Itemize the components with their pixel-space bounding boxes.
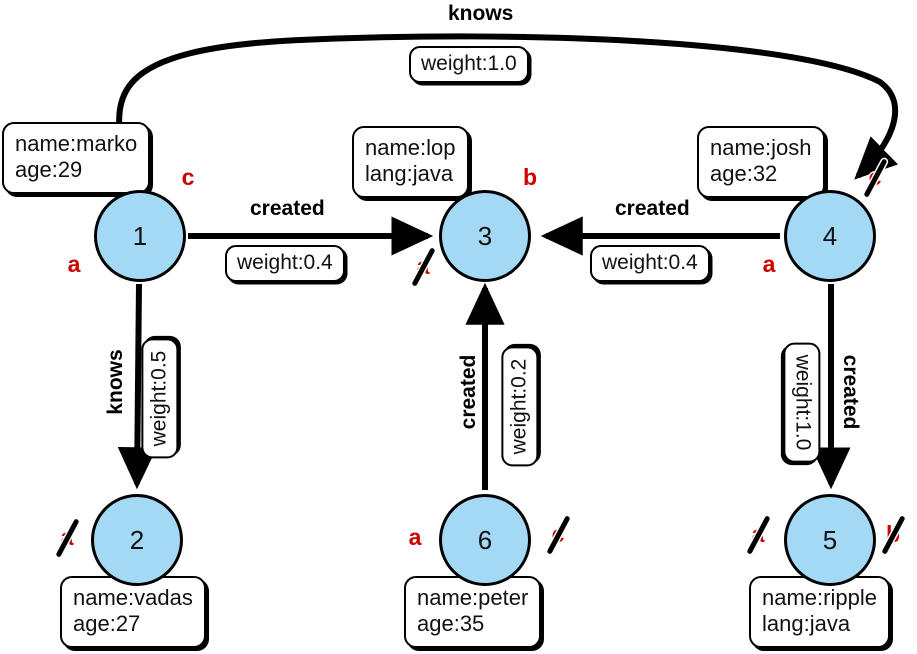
annotation-letter: a	[408, 523, 422, 550]
annotation-letter: b	[522, 163, 538, 190]
edge-label-created-right: created	[615, 197, 690, 220]
prop-line: age:29	[15, 157, 83, 183]
prop-line: age:27	[73, 611, 141, 637]
edge-knows-1-4	[116, 33, 899, 186]
annotation-node5-b-struck: b	[880, 515, 906, 555]
prop-line: name:marko	[15, 131, 138, 156]
annotation-node5-a-struck: a	[745, 515, 771, 555]
annotation-letter: a	[762, 250, 776, 277]
prop-line: name:josh	[710, 135, 812, 160]
graph-node-4[interactable]: 4	[784, 190, 876, 282]
edge-weight-created-right-vertical: weight:1.0	[783, 342, 821, 463]
annotation-letter: c	[181, 163, 195, 190]
prop-line: name:peter	[417, 585, 529, 610]
prop-line: lang:java	[365, 161, 454, 187]
annotation-node1-a: a	[61, 249, 87, 279]
annotation-node3-a-struck: a	[410, 247, 436, 287]
edge-weight-created-left: weight:0.4	[225, 245, 345, 282]
edge-label-knows-vertical: knows	[104, 349, 127, 415]
graph-node-3[interactable]: 3	[439, 190, 531, 282]
edge-label-knows-top: knows	[448, 2, 514, 25]
edge-label-created-left: created	[250, 197, 325, 220]
edge-label-created-right-vertical: created	[839, 354, 862, 430]
edge-weight-knows-vertical: weight:0.5	[141, 338, 179, 459]
node-props-3: name:lop lang:java	[352, 126, 469, 198]
node-props-6: name:peter age:35	[404, 576, 542, 648]
edge-weight-created-right: weight:0.4	[590, 245, 710, 282]
edge-label-created-middle: created	[457, 354, 480, 430]
node-props-5: name:ripple lang:java	[749, 576, 890, 648]
annotation-node4-c-struck: c	[862, 158, 888, 198]
annotation-letter: a	[67, 250, 81, 277]
prop-line: age:35	[417, 611, 485, 637]
annotation-node6-c-struck: c	[545, 515, 571, 555]
node-props-4: name:josh age:32	[697, 126, 825, 198]
prop-line: age:32	[710, 161, 778, 187]
annotation-node3-b: b	[517, 162, 543, 192]
node-props-2: name:vadas age:27	[60, 576, 206, 648]
node-props-1: name:marko age:29	[2, 122, 151, 194]
annotation-node6-a: a	[402, 522, 428, 552]
graph-node-5[interactable]: 5	[784, 494, 876, 586]
annotation-node2-a-struck: a	[54, 518, 80, 558]
edge-weight-created-middle: weight:0.2	[501, 346, 539, 467]
prop-line: lang:java	[762, 611, 851, 637]
prop-line: name:vadas	[73, 585, 193, 610]
prop-line: name:ripple	[762, 585, 877, 610]
graph-node-1[interactable]: 1	[94, 190, 186, 282]
edge-knows-1-2	[117, 283, 157, 490]
annotation-node4-a: a	[756, 249, 782, 279]
edge-weight-knows-top: weight:1.0	[409, 46, 529, 83]
graph-node-6[interactable]: 6	[439, 494, 531, 586]
prop-line: name:lop	[365, 135, 456, 160]
annotation-node1-c: c	[175, 162, 201, 192]
graph-node-2[interactable]: 2	[91, 494, 183, 586]
